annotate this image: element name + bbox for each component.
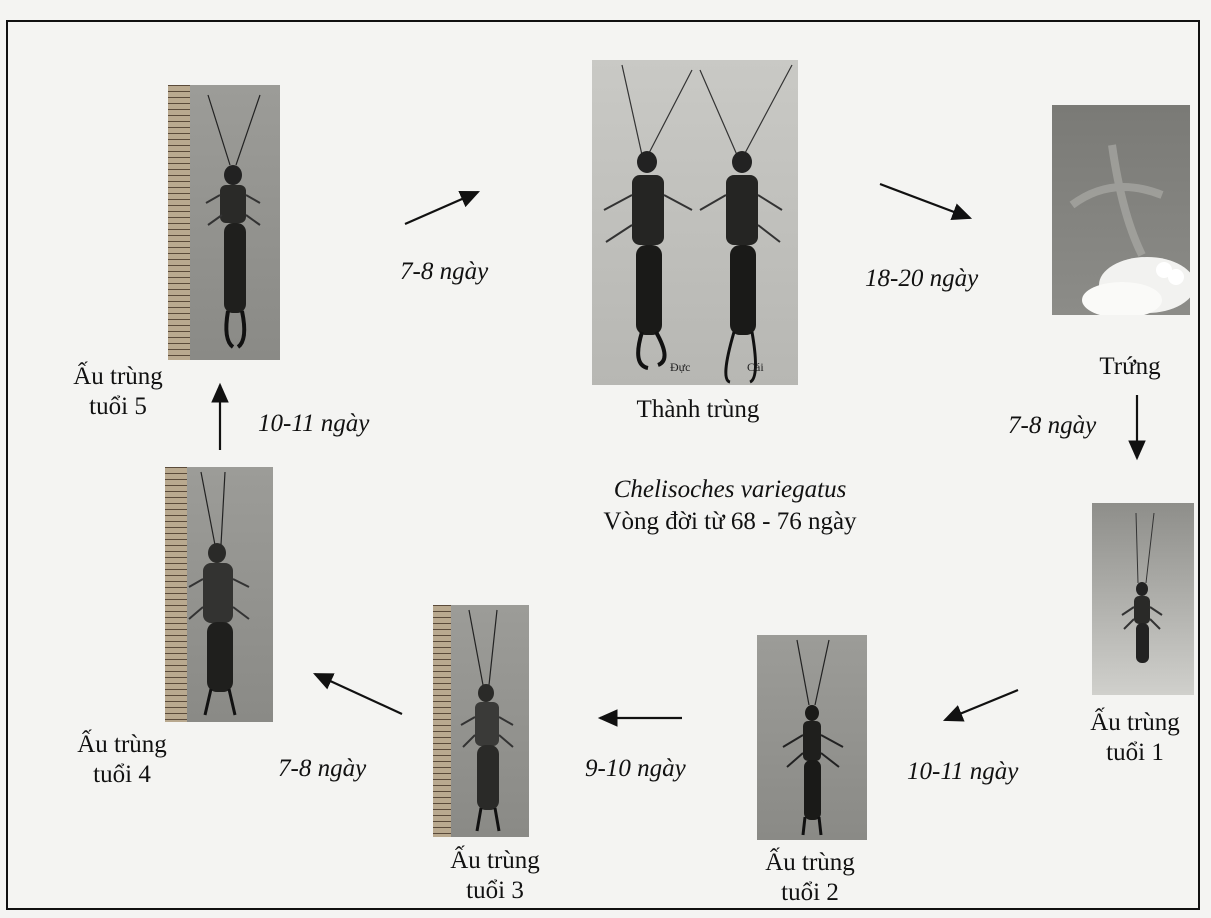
egg-label: Trứng [1080, 352, 1180, 382]
arrow-adult-to-egg [880, 184, 970, 218]
cycle-duration: Vòng đời từ 68 - 76 ngày [530, 508, 930, 536]
adult-label: Thành trùng [608, 395, 788, 425]
duration-i2-to-i3: 9-10 ngày [585, 755, 686, 783]
duration-i4-to-i5: 10-11 ngày [258, 410, 369, 438]
instar3-photo [433, 605, 529, 837]
duration-i5-to-adult: 7-8 ngày [400, 258, 488, 286]
instar1-label: Ấu trùng tuổi 1 [1075, 708, 1195, 768]
arrow-i1-to-i2 [945, 690, 1018, 720]
instar2-earwig-icon [757, 635, 867, 840]
instar1-earwig-icon [1092, 503, 1194, 695]
instar4-earwig-icon [165, 467, 273, 722]
species-name: Chelisoches variegatus [530, 476, 930, 504]
eggs-icon [1052, 105, 1190, 315]
instar5-label: Ấu trùng tuổi 5 [58, 362, 178, 422]
instar1-photo [1092, 503, 1194, 695]
duration-egg-to-i1: 7-8 ngày [1008, 412, 1096, 440]
arrow-i3-to-i4 [315, 674, 402, 714]
instar2-photo [757, 635, 867, 840]
male-label: Đực [670, 360, 691, 375]
instar2-label: Ấu trùng tuổi 2 [745, 848, 875, 908]
adult-earwigs-icon [592, 60, 798, 385]
instar3-earwig-icon [433, 605, 529, 837]
arrow-i5-to-adult [405, 192, 478, 224]
female-label: Cái [747, 360, 764, 375]
instar5-photo [168, 85, 280, 360]
duration-i1-to-i2: 10-11 ngày [907, 758, 1018, 786]
instar3-label: Ấu trùng tuổi 3 [425, 846, 565, 906]
duration-adult-to-egg: 18-20 ngày [865, 265, 978, 293]
duration-i3-to-i4: 7-8 ngày [278, 755, 366, 783]
instar4-label: Ấu trùng tuổi 4 [62, 730, 182, 790]
earwig-icon [168, 85, 280, 360]
instar4-photo [165, 467, 273, 722]
adult-photo: Đực Cái [592, 60, 798, 385]
egg-photo [1052, 105, 1190, 315]
